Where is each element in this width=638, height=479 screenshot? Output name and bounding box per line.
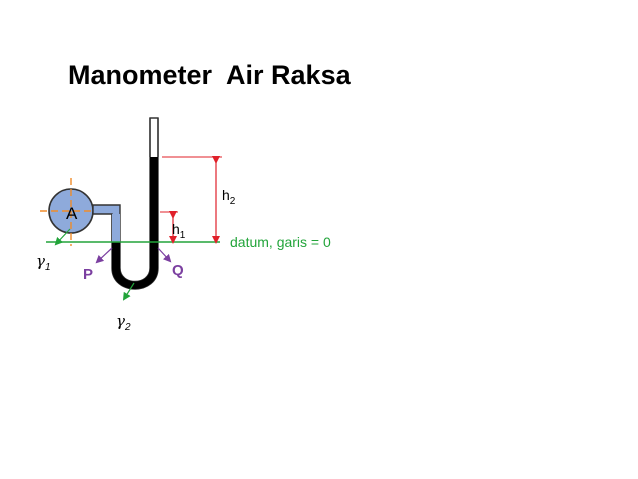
gamma1-label: γ1 [36,252,51,273]
point-q-label: Q [172,262,184,279]
page-title: Manometer Air Raksa [68,60,351,90]
gamma1-arrow [54,228,71,246]
h1-label: h1 [172,221,186,241]
gamma2-label: γ2 [116,312,131,333]
pressure-arrow-q [157,247,172,263]
h2-label: h2 [222,187,236,207]
vessel-label: A [66,204,78,223]
light-fluid-left-leg [112,214,120,242]
datum-label: datum, garis = 0 [230,234,331,250]
mercury-column [112,157,158,289]
point-p-label: P [83,266,93,283]
gamma2-arrow [122,282,135,301]
pressure-arrow-p [95,247,113,264]
